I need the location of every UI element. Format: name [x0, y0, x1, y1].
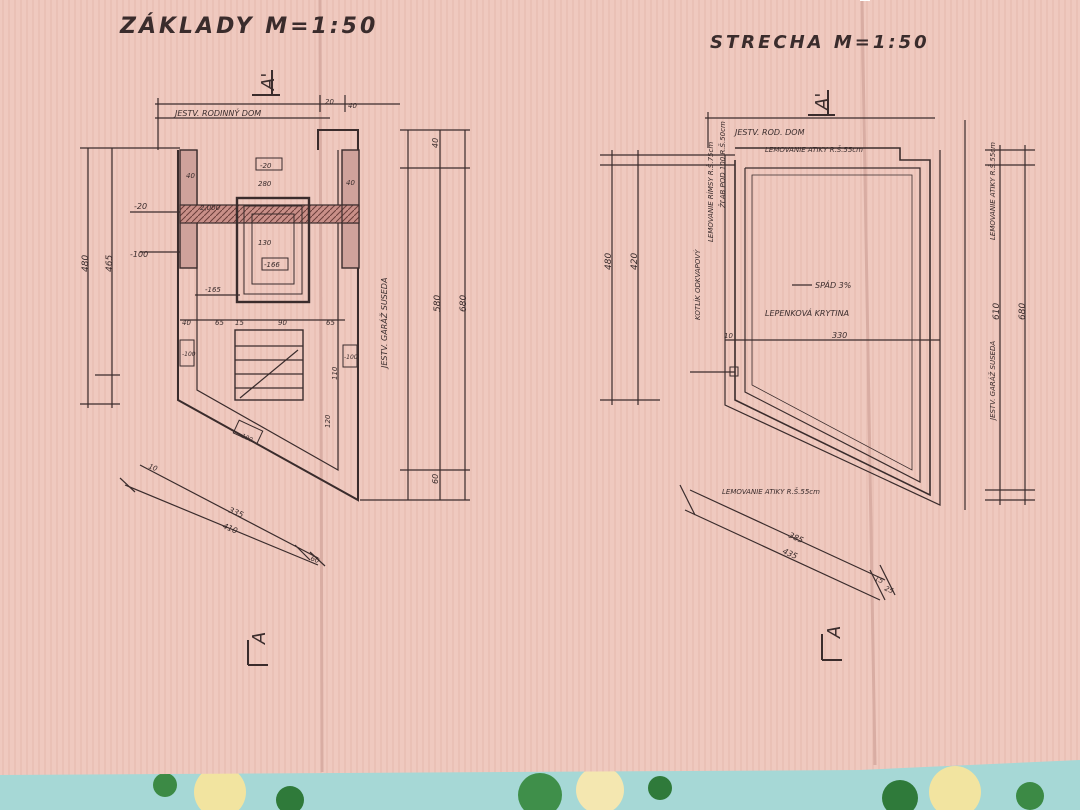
roof-label-neighbor-house: JESTV. ROD. DOM [733, 128, 805, 137]
dim-2000: 2,000 [200, 204, 221, 212]
dim-minus-20-top: -20 [260, 162, 272, 170]
roof-dim-680: 680 [1018, 303, 1028, 320]
dim-130: 130 [258, 239, 272, 247]
roof-label-drain: KOTLÍK ODKVAPOVÝ [693, 249, 702, 320]
roof-title: STRECHA M=1:50 [710, 32, 930, 53]
roof-dim-420: 420 [630, 253, 640, 270]
roof-label-parapet-side: LEMOVANIE ATIKY R.Š.55cm [988, 142, 997, 240]
dim-minus-100-box-left: -100 [182, 351, 196, 358]
roof-dim-330: 330 [832, 331, 847, 340]
dim-110: 110 [331, 366, 339, 380]
dim-20-top: 20 [325, 98, 334, 106]
paper [0, 0, 1080, 775]
dim-40-right: 40 [346, 179, 355, 187]
roof-section-marker-top: A' [812, 93, 833, 111]
roof-dim-10: 10 [724, 332, 733, 340]
roof-label-neighbor-garage: JESTV. GARÁŽ SUSEDA [988, 341, 997, 422]
roof-dim-610: 610 [992, 303, 1002, 320]
dim-60: 60 [431, 474, 440, 484]
dim-120: 120 [324, 414, 332, 428]
dim-60-diagonal: 60 [309, 554, 321, 565]
roof-plan: STRECHA M=1:50 JESTV. ROD. DOM LEMOVANIE… [600, 32, 1035, 661]
dim-minus-165: -165 [205, 286, 221, 294]
roof-label-eaves: LEMOVANIE RÍMSY R.Š.75cm [706, 142, 715, 242]
dim-40-top: 40 [431, 138, 440, 148]
roof-label-parapet-bottom: LEMOVANIE ATIKY R.Š.55cm [722, 487, 820, 496]
foundation-title: ZÁKLADY M=1:50 [119, 13, 378, 39]
roof-outline [734, 147, 931, 497]
roof-dim-480: 480 [604, 253, 614, 270]
dim-65-left: 65 [215, 319, 224, 327]
dim-minus-100-box-right: -100 [344, 354, 358, 361]
dim-15: 15 [235, 319, 244, 327]
dim-40-lower-left: 40 [182, 319, 191, 327]
dim-280: 280 [258, 180, 272, 188]
foundation-plan: ZÁKLADY M=1:50 JESTV. RODINNÝ [80, 13, 470, 666]
pit [235, 196, 311, 304]
label-neighbor-garage: JESTV. GARÁŽ SUSEDA [378, 278, 389, 370]
roof-section-marker-bottom: A [824, 626, 845, 639]
dim-minus-166: -166 [264, 261, 280, 269]
roof-dim-25: 25 [883, 585, 895, 596]
dim-465: 465 [105, 255, 115, 272]
dim-minus-20: -20 [134, 202, 147, 211]
dim-480: 480 [81, 255, 91, 272]
roof-label-slope: SPÁD 3% [815, 279, 851, 290]
dim-65-right: 65 [326, 319, 335, 327]
dim-40-left: 40 [186, 172, 195, 180]
dim-minus-100: -100 [130, 250, 148, 259]
dim-40-top-right: 40 [348, 102, 357, 110]
label-neighbor-house: JESTV. RODINNÝ DOM [173, 107, 261, 118]
roof-dim-15: 15 [873, 575, 885, 586]
dim-680: 680 [459, 295, 469, 312]
dim-90: 90 [278, 319, 287, 327]
dim-580: 580 [433, 295, 443, 312]
roof-label-parapet-top: LEMOVANIE ATIKY R.Š.55cm [765, 145, 863, 154]
dim-10: 10 [147, 462, 159, 473]
stairs [234, 329, 304, 401]
section-marker-top: A' [258, 73, 279, 91]
roof-label-roofing: LEPENKOVÁ KRYTINA [765, 307, 849, 318]
section-marker-bottom: A [249, 632, 270, 645]
